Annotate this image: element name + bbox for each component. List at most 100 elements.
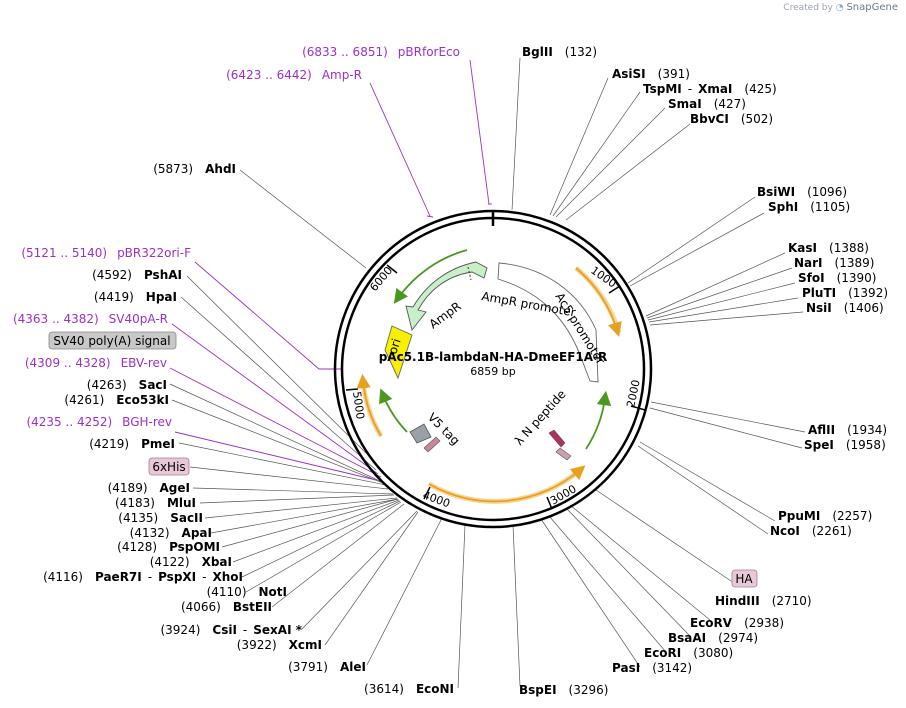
svg-text:(4309 .. 4328)EBV-rev: (4309 .. 4328)EBV-rev — [25, 356, 167, 370]
enzyme-ecorv: EcoRV — [690, 616, 733, 630]
enzyme-ncoi: NcoI — [770, 524, 800, 538]
enzyme-bspei: BspEI — [519, 683, 557, 697]
enzyme-pos-apai: (4132) — [130, 526, 170, 540]
enzyme-xbai: XbaI — [202, 555, 232, 569]
svg-text:(4122)XbaI: (4122)XbaI — [150, 555, 232, 569]
ha-tag-shape — [555, 447, 572, 461]
svg-text:(4135)SacII: (4135)SacII — [118, 511, 203, 525]
enzyme-sfoi: SfoI — [798, 271, 825, 285]
svg-text:PluTI(1392): PluTI(1392) — [802, 286, 888, 300]
enzyme-pos-pasi: (3142) — [652, 661, 692, 675]
enzyme-pos-nsii: (1406) — [844, 301, 884, 315]
promoter-arrow-shape — [497, 262, 599, 383]
svg-text:SpeI(1958): SpeI(1958) — [804, 438, 886, 452]
svg-text:BsaAI(2974): BsaAI(2974) — [668, 631, 758, 645]
svg-text:BspEI(3296): BspEI(3296) — [519, 683, 608, 697]
enzyme-nsii: NsiI — [806, 301, 832, 315]
svg-text:PpuMI(2257): PpuMI (2257) — [778, 509, 872, 523]
enzyme-sexai: SexAI * — [253, 623, 302, 637]
enzyme-aflii: AflII — [808, 423, 835, 437]
enzyme-pos-ppumi: (2257) — [832, 509, 872, 523]
backbone-outer-ring — [333, 209, 653, 529]
enzyme-pos-pspomi: (4128) — [117, 540, 157, 554]
enzyme-econi: EcoNI — [416, 682, 454, 696]
primer-pos-ampr: (6423 .. 6442) — [226, 68, 312, 82]
svg-text:SmaI(427): SmaI(427) — [668, 97, 746, 111]
primer-pos-ebvrev: (4309 .. 4328) — [25, 356, 111, 370]
svg-text:(3791)AleI: (3791)AleI — [288, 660, 366, 674]
enzyme-bbvci: BbvCI — [690, 112, 729, 126]
svg-text:(3614)EcoNI: (3614)EcoNI — [364, 682, 454, 696]
feature-label-ampr: AmpR — [427, 299, 464, 331]
enzyme-pos-ahdi: (5873) — [153, 162, 193, 176]
svg-text:(4066)BstEII: (4066)BstEII — [181, 600, 272, 614]
ampr-arrow-shape — [405, 261, 488, 332]
svg-text:(5121 .. 5140)pBR322ori-F: (5121 .. 5140)pBR322ori-F — [21, 246, 191, 260]
enzyme-ecori: EcoRI — [644, 646, 681, 660]
enzyme-mlui: MluI — [167, 496, 196, 510]
enzyme-pos-sfoi: (1390) — [837, 271, 877, 285]
svg-text:(4183)MluI: (4183) MluI — [115, 496, 196, 510]
feature-label-6xhis: 6xHis — [152, 460, 185, 474]
svg-text:AflII(1934): AflII(1934) — [808, 423, 887, 437]
enzyme-pos-pshai: (4592) — [92, 268, 132, 282]
svg-text:(4419)HpaI: (4419)HpaI — [94, 290, 177, 304]
primer-bghrev: BGH-rev — [122, 415, 172, 429]
green-arc-right — [585, 390, 612, 450]
enzyme-xmai: XmaI — [698, 82, 732, 96]
credit-brand: SnapGene — [846, 2, 898, 13]
enzyme-pos-mlui: (4183) — [115, 496, 155, 510]
svg-text:HindIII(2710): HindIII(2710) — [715, 594, 812, 608]
plasmid-length: 6859 bp — [470, 365, 515, 378]
svg-text:(4132)ApaI: (4132)ApaI — [130, 526, 212, 540]
enzyme-pmei: PmeI — [141, 437, 175, 451]
sv40-box — [48, 331, 177, 350]
svg-text:BbvCI(502): BbvCI(502) — [690, 112, 773, 126]
primer-pos-bghrev: (4235 .. 4252) — [26, 415, 112, 429]
orange-arc-left — [356, 373, 382, 437]
enzyme-pos-paer7i: (4116) — [43, 570, 83, 584]
enzyme-hindiii: HindIII — [715, 594, 760, 608]
enzyme-bsaai: BsaAI — [668, 631, 706, 645]
enzyme-bglii: BglII — [522, 45, 553, 59]
enzyme-pshai: PshAI — [144, 268, 182, 282]
ha-box — [731, 569, 758, 588]
ori-shape — [384, 325, 413, 380]
feature-label-ha: HA — [735, 572, 753, 586]
enzyme-pos-xcmi: (3922) — [237, 638, 277, 652]
enzyme-spei: SpeI — [804, 438, 834, 452]
enzyme-pspxi: PspXI — [158, 570, 196, 584]
enzyme-pos-noti: (4110) — [207, 585, 247, 599]
enzyme-pos-sacii: (4135) — [118, 511, 158, 525]
primer-lines — [169, 59, 492, 481]
enzyme-xcmi: XcmI — [289, 638, 322, 652]
orange-arc-ac5 — [575, 267, 622, 337]
enzyme-ppumi: PpuMI — [778, 509, 820, 523]
svg-text:(6423 .. 6442)Amp-R: (6423 .. 6442)Amp-R — [226, 68, 362, 82]
his-tag-shape — [423, 436, 441, 453]
svg-text:(4235 .. 4252)BGH-rev: (4235 .. 4252) BGH-rev — [26, 415, 172, 429]
primer-pbr322ori: pBR322ori-F — [117, 246, 191, 260]
svg-text:(5873)AhdI: (5873)AhdI — [153, 162, 236, 176]
enzyme-pos-asisi: (391) — [658, 67, 690, 81]
svg-text:(4116)PaeR7I-PspXI-XhoI: (4116)PaeR7I-PspXI-XhoI — [43, 570, 243, 584]
svg-text:EcoRI(3080): EcoRI (3080) — [644, 646, 733, 660]
enzyme-pos-agei: (4189) — [108, 481, 148, 495]
enzyme-pos-tspmi: (425) — [744, 82, 776, 96]
enzyme-pos-eco53ki: (4261) — [64, 393, 104, 407]
enzyme-pos-ecorv: (2938) — [744, 616, 784, 630]
enzyme-pos-hpai: (4419) — [94, 290, 134, 304]
svg-text:BsiWI(1096): BsiWI(1096) — [757, 185, 847, 199]
primer-pos-pbrforeco: (6833 .. 6851) — [302, 45, 388, 59]
enzyme-bsiwi: BsiWI — [757, 185, 795, 199]
enzyme-pos-csii: (3924) — [160, 623, 200, 637]
enzyme-alei: AleI — [340, 660, 366, 674]
enzyme-pasi: PasI — [612, 661, 640, 675]
enzyme-pos-ecori: (3080) — [693, 646, 733, 660]
enzyme-nari: NarI — [794, 256, 823, 270]
svg-text:(4128)PspOMI: (4128)PspOMI — [117, 540, 220, 554]
svg-text:(4189)AgeI: (4189)AgeI — [108, 481, 190, 495]
enzyme-pos-pmei: (4219) — [89, 437, 129, 451]
tick-label-5000: 5000 — [350, 391, 367, 421]
enzyme-noti: NotI — [259, 585, 288, 599]
